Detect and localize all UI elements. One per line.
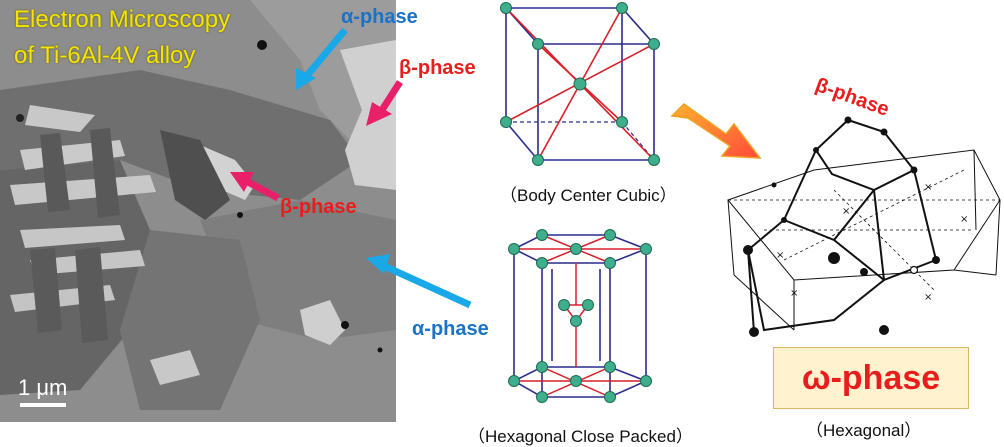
transformation-arrow bbox=[670, 103, 762, 159]
bcc-caption: （Body Center Cubic） bbox=[500, 186, 677, 205]
beta-phase-label-top: β-phase bbox=[399, 57, 476, 79]
omega-phase-box: ω-phase bbox=[773, 347, 969, 409]
alpha-top-arrow bbox=[296, 27, 348, 90]
scale-bar-label: 1 μm bbox=[18, 375, 68, 400]
beta-mid-arrow bbox=[230, 172, 280, 202]
svg-text:×: × bbox=[790, 288, 798, 299]
micrograph-title-line1: Electron Microscopy bbox=[14, 6, 231, 33]
svg-text:×: × bbox=[776, 250, 784, 261]
alpha-bottom-arrow bbox=[366, 254, 472, 309]
beta-phase-label-mid: β-phase bbox=[280, 196, 357, 218]
electron-micrograph bbox=[0, 0, 472, 422]
omega-hexagonal-lattice: × × × × × × bbox=[727, 116, 1001, 337]
alpha-phase-label-bottom: α-phase bbox=[412, 318, 489, 340]
svg-text:×: × bbox=[924, 182, 932, 193]
svg-text:×: × bbox=[960, 214, 968, 225]
svg-text:×: × bbox=[924, 292, 932, 303]
micrograph-title-line2: of Ti-6Al-4V alloy bbox=[14, 42, 196, 69]
svg-text:×: × bbox=[842, 206, 850, 217]
bcc-unit-cell bbox=[500, 2, 660, 166]
alpha-phase-label-top: α-phase bbox=[341, 6, 418, 28]
hcp-unit-cell bbox=[508, 229, 652, 403]
beta-top-arrow bbox=[366, 80, 403, 126]
omega-phase-label: ω-phase bbox=[801, 359, 941, 397]
hexagonal-caption: （Hexagonal） bbox=[806, 421, 922, 440]
hcp-caption: （Hexagonal Close Packed） bbox=[468, 427, 693, 446]
